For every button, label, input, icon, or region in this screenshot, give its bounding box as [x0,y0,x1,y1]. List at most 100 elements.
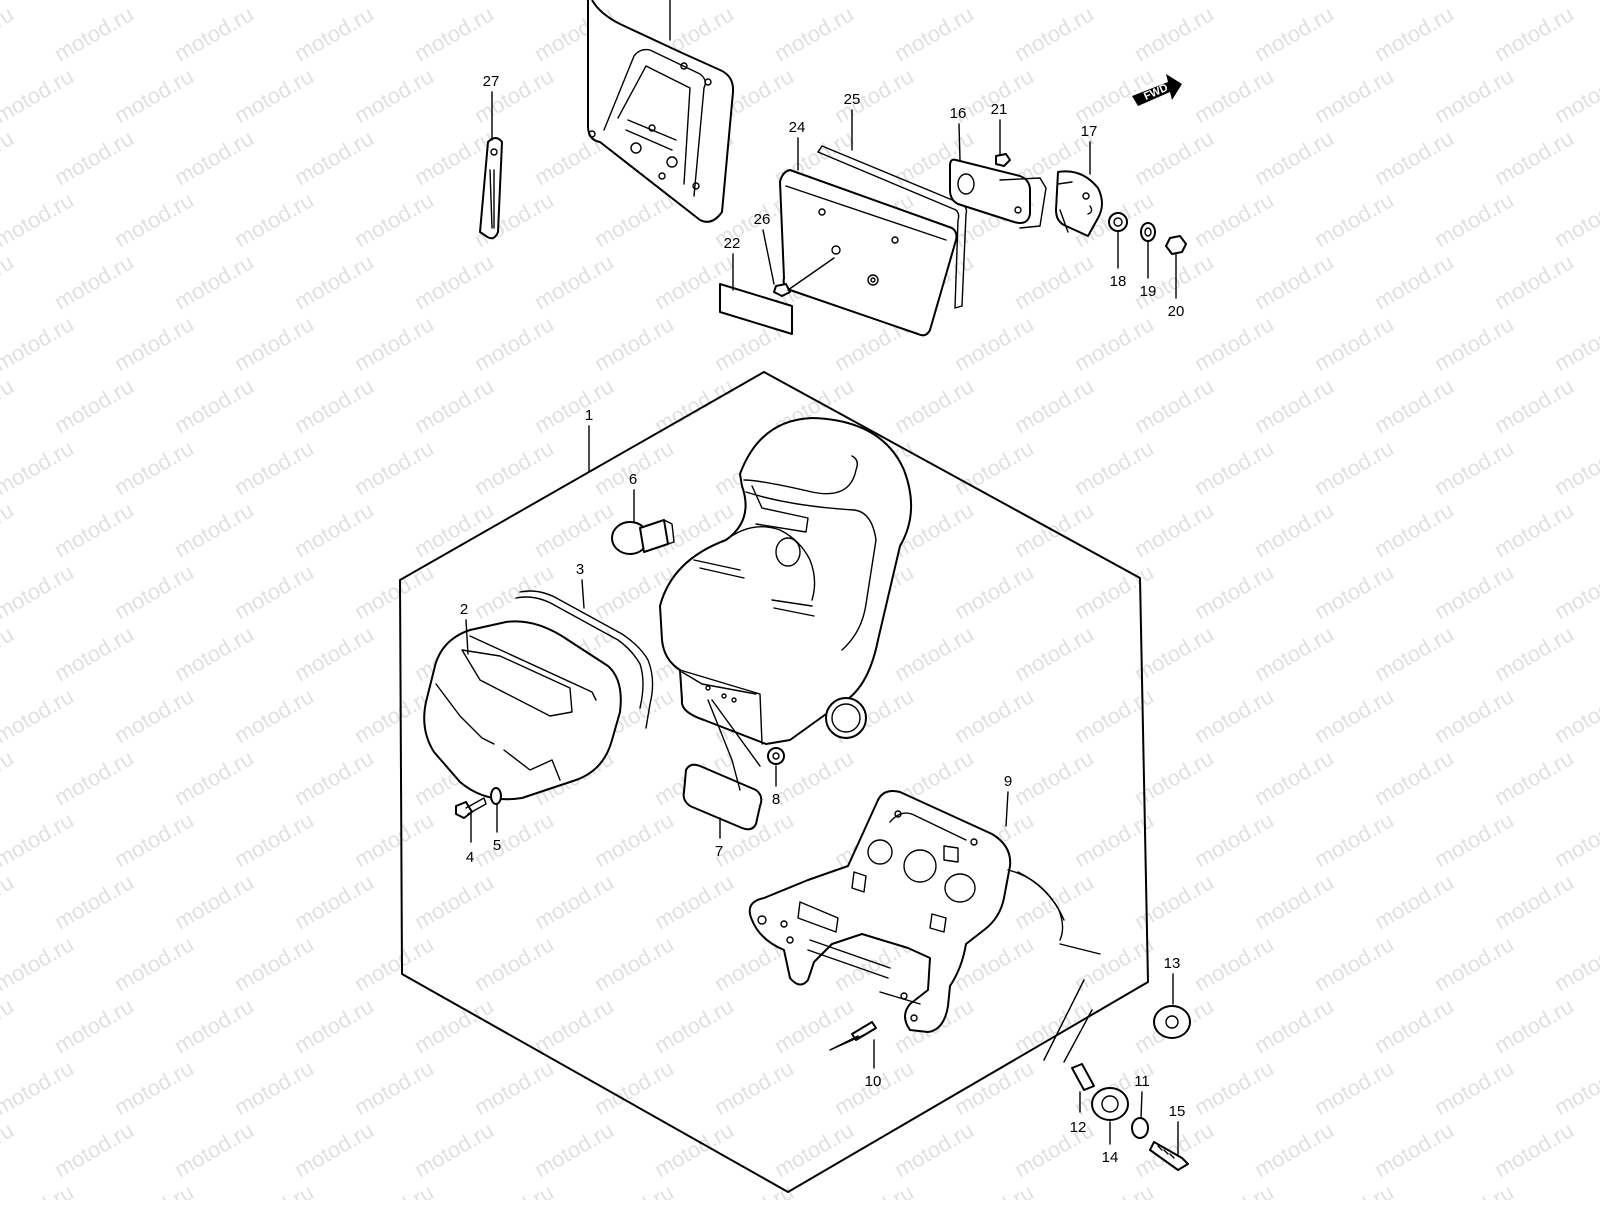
callout-3: 3 [576,561,584,578]
watermark-text: motod.ru [170,1,258,66]
watermark-text: motod.ru [0,1179,78,1200]
callout-15: 15 [1169,1103,1186,1120]
gasket-3-part [515,590,654,729]
watermark-text: motod.ru [1250,993,1338,1058]
watermark-text: motod.ru [1430,931,1518,996]
watermark-text: motod.ru [50,1117,138,1182]
washer-19-hole [1144,227,1152,237]
watermark-text: motod.ru [350,1055,438,1120]
watermark-text: motod.ru [1250,745,1338,810]
washer-5-part [490,787,502,805]
watermark-text: motod.ru [1490,497,1578,562]
watermark-text: motod.ru [50,745,138,810]
washer-19-part [1140,222,1156,242]
callout-21: 21 [991,101,1008,118]
callout-26: 26 [754,211,771,228]
watermark-text: motod.ru [110,559,198,624]
watermark-text: motod.ru [170,745,258,810]
watermark-text: motod.ru [1070,311,1158,376]
watermark-text: motod.ru [290,1117,378,1182]
watermark-text: motod.ru [1430,1055,1518,1120]
callout-leader-26 [762,229,775,285]
cushion-14-part [1091,1087,1129,1121]
bulb-6-part [611,519,675,555]
watermark-text: motod.ru [110,1179,198,1200]
watermark-text: motod.ru [0,249,18,314]
watermark-text: motod.ru [350,311,438,376]
watermark-text: motod.ru [1310,1055,1398,1120]
watermark-text: motod.ru [1550,435,1600,500]
watermark-text: motod.ru [590,187,678,252]
watermark-text: motod.ru [410,249,498,314]
watermark-text: motod.ru [1550,63,1600,128]
watermark-text: motod.ru [1250,1117,1338,1182]
watermark-text: motod.ru [50,869,138,934]
watermark-text: motod.ru [1250,869,1338,934]
watermark-text: motod.ru [1070,1179,1158,1200]
callout-leader-3 [581,579,585,609]
watermark-text: motod.ru [1190,807,1278,872]
watermark-text: motod.ru [1490,373,1578,438]
watermark-text: motod.ru [110,683,198,748]
watermark-text: motod.ru [1190,931,1278,996]
watermark-text: motod.ru [890,621,978,686]
watermark-text: motod.ru [770,993,858,1058]
watermark-text: motod.ru [110,807,198,872]
watermark-text: motod.ru [470,311,558,376]
leader-12-13 [1043,979,1093,1063]
watermark-text: motod.ru [1190,559,1278,624]
watermark-text: motod.ru [470,807,558,872]
watermark-text: motod.ru [230,435,318,500]
watermark-text: motod.ru [230,559,318,624]
watermark-text: motod.ru [1550,311,1600,376]
callout-7: 7 [715,843,723,860]
watermark-text: motod.ru [230,931,318,996]
callout-13: 13 [1164,955,1181,972]
watermark-text: motod.ru [1130,621,1218,686]
watermark-text: motod.ru [230,807,318,872]
callout-24: 24 [789,119,806,136]
watermark-text: motod.ru [410,1,498,66]
watermark-text: motod.ru [1010,745,1098,810]
watermark-text: motod.ru [1250,1,1338,66]
watermark-text: motod.ru [170,869,258,934]
watermark-text: motod.ru [530,497,618,562]
watermark-text: motod.ru [290,373,378,438]
watermark-text: motod.ru [0,931,78,996]
watermark-text: motod.ru [1250,497,1338,562]
callout-19: 19 [1140,283,1157,300]
watermark-text: motod.ru [830,1179,918,1200]
watermark-text: motod.ru [650,993,738,1058]
watermark-text: motod.ru [0,807,78,872]
watermark-text: motod.ru [0,187,78,252]
callout-leader-2 [465,619,469,655]
watermark-text: motod.ru [1190,63,1278,128]
watermark-text: motod.ru [110,187,198,252]
watermark-text: motod.ru [350,63,438,128]
watermark-text: motod.ru [1130,869,1218,934]
callout-16: 16 [950,105,967,122]
side-reflector-7-part [682,763,763,831]
watermark-text: motod.ru [410,869,498,934]
watermark-text: motod.ru [1070,931,1158,996]
watermark-text: motod.ru [410,1117,498,1182]
watermark-text: motod.ru [410,373,498,438]
watermark-text: motod.ru [1190,683,1278,748]
watermark-text: motod.ru [1250,125,1338,190]
watermark-text: motod.ru [0,311,78,376]
watermark-text: motod.ru [1490,993,1578,1058]
grommet-13-part [1153,1005,1191,1039]
watermark-text: motod.ru [350,187,438,252]
watermark-text: motod.ru [50,125,138,190]
callout-14: 14 [1102,1149,1119,1166]
nut-18-hole [1113,217,1123,227]
watermark-text: motod.ru [110,1055,198,1120]
watermark-text: motod.ru [1010,1,1098,66]
callout-22: 22 [724,235,741,252]
watermark-text: motod.ru [590,807,678,872]
watermark-text: motod.ru [1550,683,1600,748]
watermark-text: motod.ru [1250,249,1338,314]
watermark-text: motod.ru [530,249,618,314]
callout-18: 18 [1110,273,1127,290]
